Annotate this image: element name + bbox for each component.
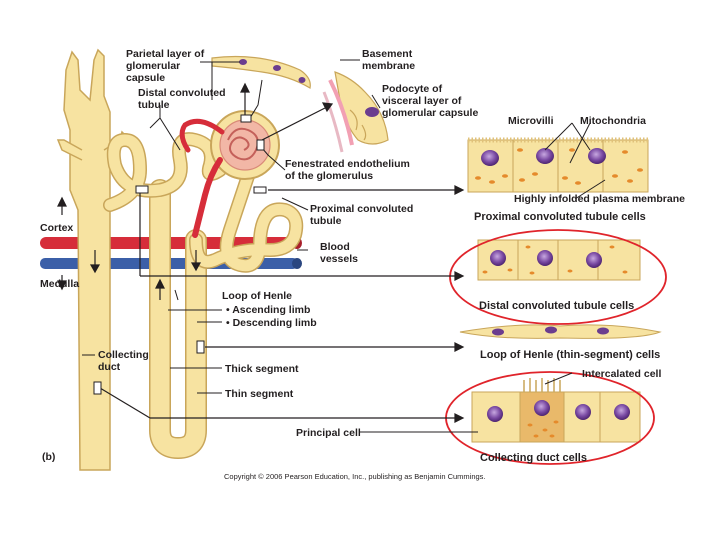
blood-vessels-label-2: vessels	[320, 253, 358, 265]
proximal-tubule-label-1: Proximal convoluted	[310, 203, 413, 215]
convoluted-tubules	[103, 132, 304, 273]
mitochondria-label: Mitochondria	[580, 115, 646, 127]
sample-boxes	[93, 114, 267, 395]
cortex-label: Cortex	[40, 222, 73, 234]
parietal-label-2: glomerular	[126, 60, 180, 72]
blood-vessels-label-1: Blood	[320, 241, 350, 253]
collecting-duct-cells	[471, 378, 641, 443]
panel-letter: (b)	[42, 451, 55, 463]
ascending-limb-label: • Ascending limb	[226, 304, 310, 316]
infolded-membrane-label: Highly infolded plasma membrane	[514, 193, 685, 205]
podocyte-detail	[322, 71, 389, 153]
loop-of-henle	[149, 179, 207, 460]
afferent-arteriole	[192, 157, 223, 238]
leader-lines	[82, 59, 606, 433]
podocyte-label-3: glomerular capsule	[382, 107, 478, 119]
distal-cells-caption: Distal convoluted tubule cells	[479, 300, 634, 312]
microvilli-label: Microvilli	[508, 115, 554, 127]
parietal-layer-detail	[211, 55, 311, 89]
highlight-ring-distal	[449, 229, 667, 325]
distal-tubule-cells	[477, 239, 641, 281]
distal-tubule-label-2: tubule	[138, 99, 170, 111]
labels: Parietal layer of glomerular capsule Bas…	[40, 48, 685, 481]
intercalated-cell-label: Intercalated cell	[582, 368, 661, 380]
distal-tubule-label-1: Distal convoluted	[138, 87, 226, 99]
basement-label-2: membrane	[362, 60, 415, 72]
loop-of-henle-label: Loop of Henle	[222, 290, 292, 302]
proximal-cells-caption: Proximal convoluted tubule cells	[474, 211, 646, 223]
henle-cells-caption: Loop of Henle (thin-segment) cells	[480, 349, 660, 361]
henle-thin-cells	[459, 324, 662, 339]
proximal-tubule-cells	[467, 137, 649, 193]
fenestrated-label-2: of the glomerulus	[285, 170, 373, 182]
glomerular-capsule	[179, 110, 280, 238]
basement-label-1: Basement	[362, 48, 413, 60]
collecting-duct-label-1: Collecting	[98, 349, 149, 361]
collecting-cells-caption: Collecting duct cells	[480, 452, 587, 464]
copyright-notice: Copyright © 2006 Pearson Education, Inc.…	[224, 472, 486, 481]
thin-segment-label: Thin segment	[225, 388, 294, 400]
detail-arrows	[57, 82, 465, 423]
podocyte-label-1: Podocyte of	[382, 83, 443, 95]
principal-cell-label: Principal cell	[296, 427, 361, 439]
efferent-arteriole	[179, 118, 225, 153]
thick-segment-label: Thick segment	[225, 363, 299, 375]
parietal-label-3: capsule	[126, 72, 165, 84]
parietal-label-1: Parietal layer of	[126, 48, 205, 60]
descending-limb-label: • Descending limb	[226, 317, 317, 329]
fenestrated-label-1: Fenestrated endothelium	[285, 158, 410, 170]
collecting-duct-label-2: duct	[98, 361, 121, 373]
podocyte-label-2: visceral layer of	[382, 95, 462, 107]
proximal-tubule-label-2: tubule	[310, 215, 342, 227]
medulla-label: Medulla	[40, 278, 79, 290]
